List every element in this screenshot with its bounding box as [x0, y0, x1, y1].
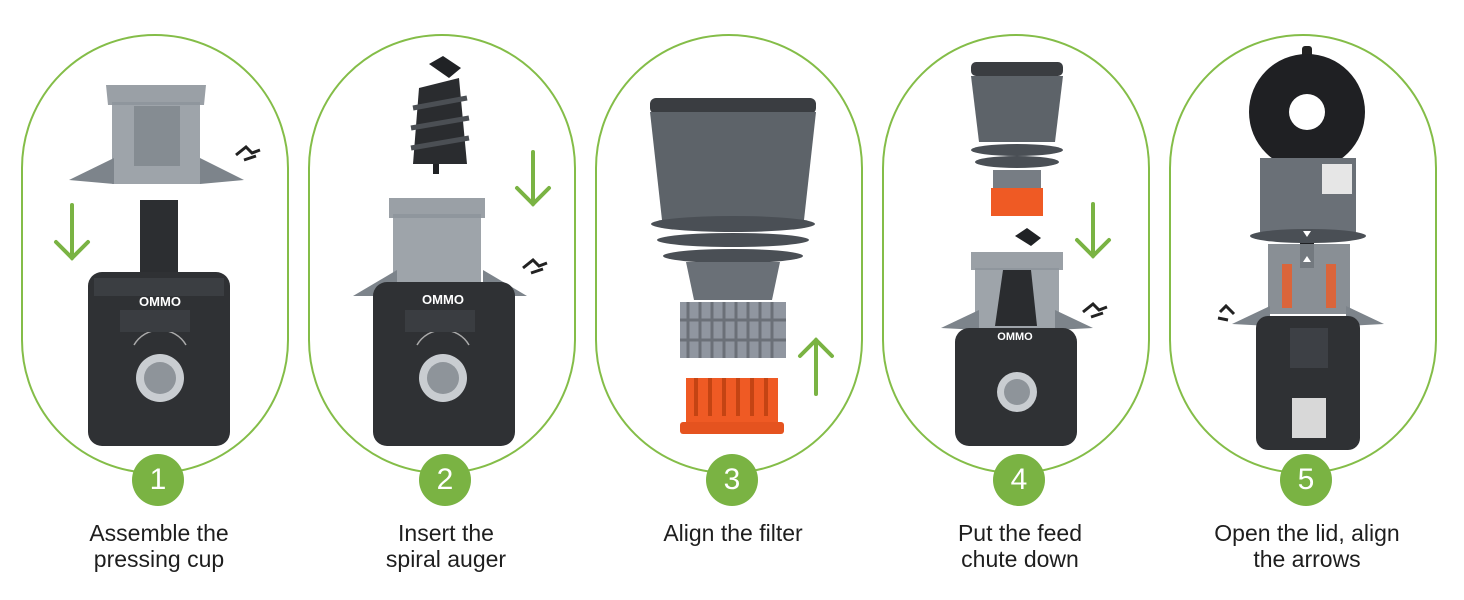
spiral-auger	[410, 56, 470, 174]
caption-line-1: Insert the	[398, 520, 494, 546]
down-arrow-icon	[54, 203, 90, 261]
step-number-badge: 2	[419, 454, 471, 506]
motor-base	[373, 282, 515, 446]
caption-line-2: spiral auger	[385, 546, 507, 572]
caption-line-1: Assemble the	[89, 520, 229, 546]
juicing-chamber	[1250, 158, 1366, 314]
step-caption: Put the feed chute down	[875, 520, 1165, 572]
step-5: 5 Open the lid, align the arrows	[1162, 0, 1452, 600]
brand-logo: OMMO	[139, 294, 181, 309]
motor-base	[1256, 316, 1360, 450]
caption-line-2: pressing cup	[93, 546, 225, 572]
latch-clip	[1082, 301, 1108, 319]
pressing-cup	[69, 85, 244, 184]
caption-line-2: chute down	[961, 546, 1079, 572]
brand-logo: OMMO	[997, 331, 1033, 343]
assembled-cup	[941, 228, 1093, 330]
motor-base	[955, 328, 1077, 446]
caption-line-1: Align the filter	[663, 520, 803, 546]
alignment-arrows-icon	[1303, 231, 1311, 262]
latch-clip	[235, 144, 261, 162]
up-arrow-icon	[798, 337, 834, 396]
caption-line-1: Open the lid, align	[1214, 520, 1400, 546]
pressing-cup	[353, 198, 527, 296]
step-3: 3 Align the filter	[588, 0, 878, 600]
latch-clip	[522, 257, 548, 275]
rotating-brush	[680, 378, 784, 434]
step-number-badge: 3	[706, 454, 758, 506]
caption-line-1: Put the feed	[957, 520, 1083, 546]
down-arrow-icon	[515, 150, 551, 207]
caption-line-2: the arrows	[1253, 546, 1361, 572]
motor-base	[88, 200, 230, 446]
step-2: OMMO 2 Insert the spiral auger	[301, 0, 591, 600]
filter-illustration	[650, 98, 834, 434]
feed-chute	[971, 62, 1063, 216]
brand-logo: OMMO	[422, 292, 464, 307]
juicer-illustration: OMMO	[353, 56, 551, 446]
filter-basket	[680, 302, 786, 358]
juicer-illustration	[1217, 46, 1384, 450]
step-caption: Open the lid, align the arrows	[1162, 520, 1452, 572]
step-caption: Align the filter	[588, 520, 878, 546]
step-4: OMMO 4 Put the feed chute down	[875, 0, 1165, 600]
juicer-illustration: OMMO	[54, 85, 261, 446]
juicing-chamber	[650, 98, 816, 300]
latch-clip	[1217, 303, 1236, 322]
step-caption: Assemble the pressing cup	[14, 520, 304, 572]
step-number-badge: 4	[993, 454, 1045, 506]
step-1: OMMO 1 Assemble the pressing cup	[14, 0, 304, 600]
step-number-badge: 5	[1280, 454, 1332, 506]
step-caption: Insert the spiral auger	[301, 520, 591, 572]
juicer-illustration: OMMO	[941, 62, 1111, 446]
step-number-badge: 1	[132, 454, 184, 506]
down-arrow-icon	[1075, 202, 1111, 259]
